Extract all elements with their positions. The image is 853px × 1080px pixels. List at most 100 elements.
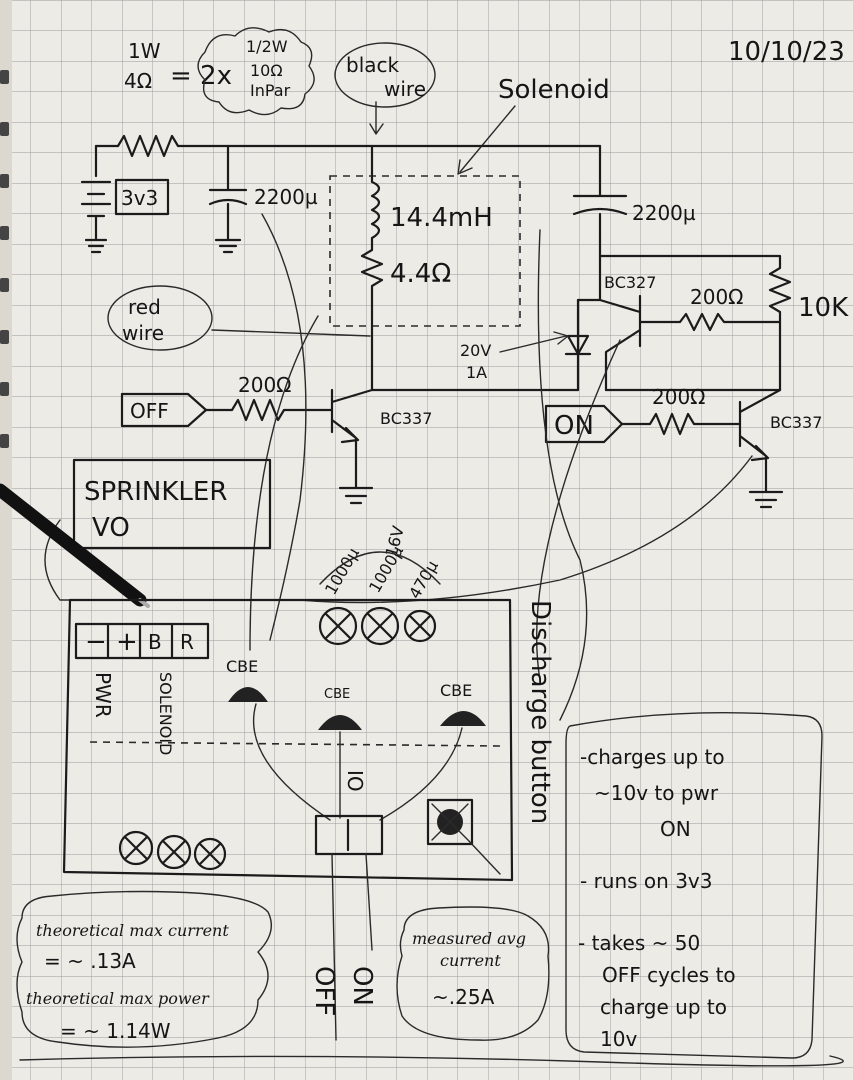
cap-left-label: 2200µ xyxy=(254,185,318,209)
supply-box xyxy=(114,178,170,216)
diode-rating-1: 20V xyxy=(460,341,491,360)
resistor-value-label: 4Ω xyxy=(124,69,152,93)
r-200-top-label: 200Ω xyxy=(690,285,743,309)
transistor-pins-3: CBE xyxy=(440,681,472,700)
note-1-line-3: ON xyxy=(660,817,691,841)
inductance-label: 14.4mH xyxy=(390,203,493,233)
measured-value: ~.25A xyxy=(432,985,495,1009)
spec-cloud xyxy=(197,27,315,116)
wire-curve-3 xyxy=(537,229,588,721)
pnp-label: BC327 xyxy=(604,273,656,292)
cap-right-label: 2200µ xyxy=(632,201,696,225)
on-driver-circuit xyxy=(620,388,784,509)
terminal-block xyxy=(74,622,210,660)
board-outline xyxy=(62,598,514,882)
discharge-button-marks xyxy=(431,803,501,875)
wire-curve-1 xyxy=(261,213,307,641)
date-label: 10/10/23 xyxy=(728,37,845,67)
page-margin xyxy=(0,0,12,1080)
screw-terminals xyxy=(118,830,227,871)
terminal-plus: + xyxy=(116,627,138,657)
terminal-b: B xyxy=(148,630,162,654)
black-wire-bubble xyxy=(334,42,436,108)
switch-leads xyxy=(331,853,373,1041)
note-2-line-1: - runs on 3v3 xyxy=(580,869,712,893)
sprinkler-box xyxy=(72,458,272,550)
wire-curve-5 xyxy=(299,455,753,604)
solenoid-box xyxy=(329,175,521,327)
r-10k-label: 10K xyxy=(798,293,849,323)
note-3-line-3: charge up to xyxy=(600,995,727,1019)
red-wire-line xyxy=(211,329,371,337)
pwr-label: PWR xyxy=(91,672,115,718)
max-current-value: = ~ .13A xyxy=(44,949,136,973)
battery-symbol xyxy=(80,180,112,254)
solenoid-board-label: SOLENOID xyxy=(156,672,175,755)
transistor-wires xyxy=(252,703,463,821)
diode-arrow xyxy=(499,331,569,353)
left-capacitor xyxy=(208,144,248,254)
switch-body xyxy=(314,814,384,856)
solenoid-coil xyxy=(360,144,384,392)
switch-off-label: OFF xyxy=(309,966,339,1016)
off-driver-circuit xyxy=(204,388,374,505)
sprinkler-label: SPRINKLER xyxy=(84,477,227,507)
supply-label: 3v3 xyxy=(121,186,158,210)
board-capacitors xyxy=(318,606,437,646)
black-wire-arrow xyxy=(369,101,384,135)
switch-label: IO xyxy=(343,770,367,792)
switch-on-label: ON xyxy=(347,966,377,1006)
transistor-pins-1: CBE xyxy=(226,657,258,676)
notes-list-box xyxy=(565,711,823,1059)
r-200-on-label: 200Ω xyxy=(652,385,705,409)
transistor-2 xyxy=(318,715,362,730)
red-wire-label-2: wire xyxy=(122,321,164,345)
current-notes-cloud xyxy=(16,890,272,1048)
bottom-line xyxy=(19,1055,844,1067)
terminal-minus: − xyxy=(85,627,107,657)
coil-resistance-label: 4.4Ω xyxy=(390,259,451,289)
flyback-diode xyxy=(564,298,592,392)
r-200-off-label: 200Ω xyxy=(238,373,291,397)
note-3-line-2: OFF cycles to xyxy=(602,963,736,987)
red-wire-label-1: red xyxy=(128,295,161,319)
pen-body xyxy=(0,483,147,607)
diode-rating-2: 1A xyxy=(466,363,487,382)
max-power-title: theoretical max power xyxy=(26,989,210,1008)
discharge-label: Discharge button xyxy=(525,600,555,824)
cap-arc xyxy=(319,551,441,585)
note-3-line-1: - takes ~ 50 xyxy=(578,931,700,955)
transistor-1 xyxy=(228,687,268,702)
bias-network xyxy=(598,238,792,392)
max-power-value: = ~ 1.14W xyxy=(60,1019,171,1043)
max-current-title: theoretical max current xyxy=(36,921,229,940)
note-1-line-2: ~10v to pwr xyxy=(594,781,719,805)
board-divider xyxy=(89,741,501,747)
transistor-3 xyxy=(440,711,486,726)
spiral-binding xyxy=(0,70,9,448)
npn-left-label: BC337 xyxy=(380,409,432,428)
black-wire-label-2: wire xyxy=(384,77,426,101)
measured-title-2: current xyxy=(440,951,501,970)
sprinkler-sub-label: VO xyxy=(92,513,130,543)
solenoid-arrow xyxy=(457,105,516,175)
off-port-shape xyxy=(120,392,208,428)
measured-title-1: measured avg xyxy=(412,929,526,948)
cloud-value-label: 10Ω xyxy=(250,61,283,80)
black-wire-label-1: black xyxy=(346,53,400,77)
terminal-r: R xyxy=(180,630,194,654)
resistor-power-label: 1W xyxy=(128,39,161,63)
measured-bubble xyxy=(396,906,550,1041)
main-rail xyxy=(94,134,602,158)
cloud-parallel-label: InPar xyxy=(250,81,291,100)
right-capacitor xyxy=(572,144,628,242)
red-wire-bubble xyxy=(107,285,213,351)
off-port-label: OFF xyxy=(130,399,169,423)
discharge-button xyxy=(426,798,474,846)
note-1-line-1: -charges up to xyxy=(580,745,725,769)
wire-curve-2 xyxy=(249,315,319,651)
transistor-pins-2: CBE xyxy=(324,687,350,702)
solenoid-label: Solenoid xyxy=(498,75,610,105)
